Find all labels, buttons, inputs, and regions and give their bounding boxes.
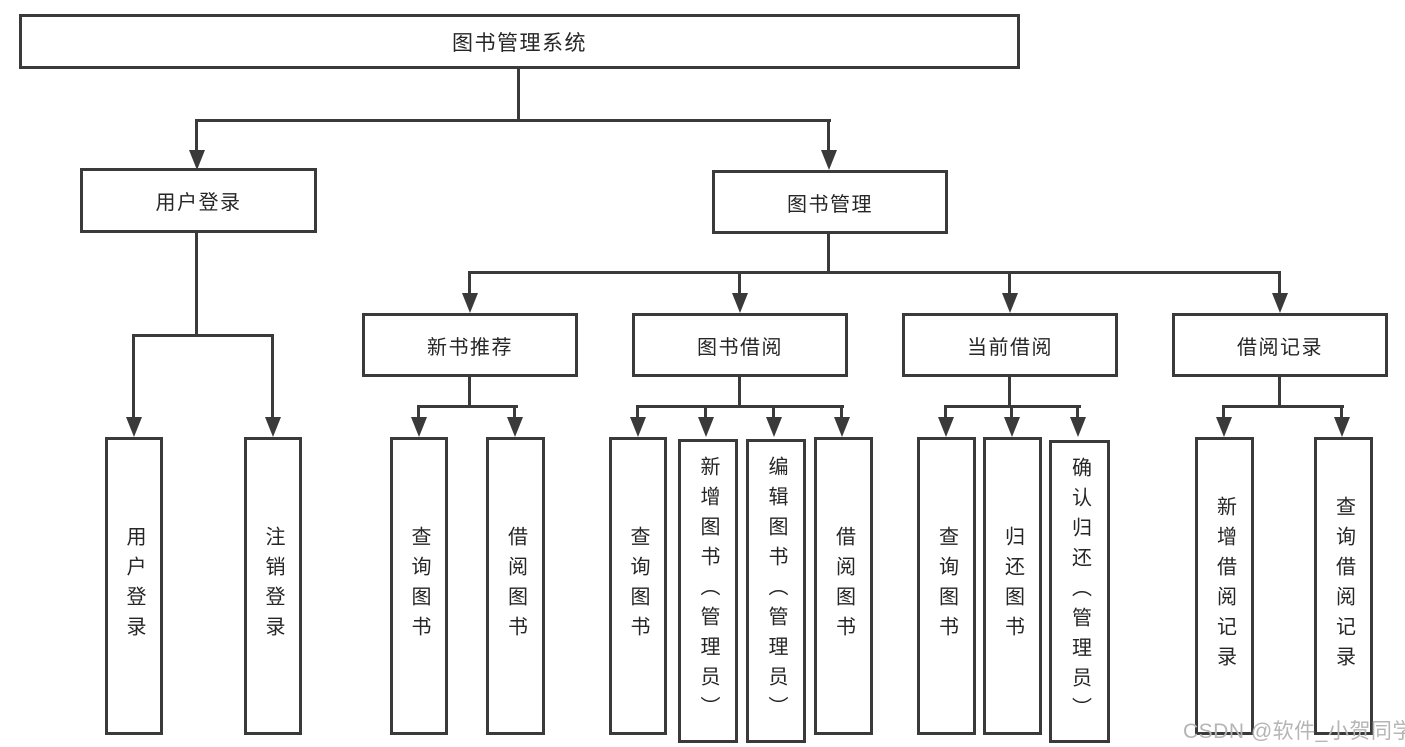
connector-line	[704, 405, 707, 419]
node-label: 确认归还（管理员）	[1068, 456, 1091, 727]
leaf-query-books-current: 查询图书	[917, 437, 976, 735]
connector-line	[417, 405, 518, 408]
node-root-library-system: 图书管理系统	[19, 14, 1020, 69]
connector-line	[772, 405, 775, 419]
node-label: 用户登录	[155, 192, 242, 214]
node-label: 借阅图书	[832, 526, 855, 646]
connector-line	[195, 233, 198, 337]
node-borrowing-records: 借阅记录	[1172, 313, 1388, 377]
leaf-return-book: 归还图书	[983, 437, 1042, 735]
connector-line	[636, 405, 844, 408]
node-current-borrowing: 当前借阅	[902, 313, 1118, 377]
leaf-query-books-recommend: 查询图书	[390, 437, 448, 735]
node-label: 归还图书	[1001, 526, 1024, 646]
connector-line	[1278, 377, 1281, 408]
csdn-watermark: CSDN @软件_小贺同学	[1183, 720, 1405, 743]
node-new-book-recommend: 新书推荐	[362, 313, 578, 377]
connector-line	[1076, 405, 1079, 419]
connector-line	[195, 119, 198, 154]
node-label: 新增借阅记录	[1213, 496, 1236, 676]
node-label: 查询借阅记录	[1332, 496, 1355, 676]
leaf-edit-book-admin: 编辑图书（管理员）	[746, 439, 806, 743]
leaf-borrow-books: 借阅图书	[814, 437, 873, 735]
leaf-query-books-borrowing: 查询图书	[609, 437, 667, 735]
connector-line	[196, 119, 831, 122]
connector-line	[738, 271, 741, 297]
connector-line	[840, 405, 843, 419]
node-label: 图书借阅	[697, 336, 783, 359]
arrow-down-icon	[265, 417, 281, 437]
arrow-down-icon	[1334, 417, 1350, 437]
leaf-user-login: 用户登录	[105, 437, 163, 735]
arrow-down-icon	[938, 417, 954, 437]
node-label: 图书管理	[787, 193, 873, 216]
node-label: 注销登录	[262, 526, 284, 646]
connector-line	[132, 334, 274, 337]
leaf-logout: 注销登录	[244, 437, 302, 735]
leaf-add-book-admin: 新增图书（管理员）	[678, 439, 738, 743]
leaf-confirm-return-admin: 确认归还（管理员）	[1049, 440, 1110, 743]
arrow-down-icon	[1216, 417, 1232, 437]
arrow-down-icon	[462, 293, 478, 313]
connector-line	[513, 405, 516, 419]
connector-line	[1278, 271, 1281, 297]
arrow-down-icon	[126, 417, 142, 437]
node-label: 查询图书	[935, 526, 958, 646]
connector-line	[1008, 377, 1011, 408]
arrow-down-icon	[766, 417, 782, 437]
connector-line	[827, 234, 830, 274]
node-label: 查询图书	[627, 526, 649, 646]
leaf-query-borrow-record: 查询借阅记录	[1314, 437, 1373, 735]
connector-line	[636, 405, 639, 419]
connector-line	[827, 119, 830, 154]
arrow-down-icon	[834, 417, 850, 437]
arrow-down-icon	[507, 417, 523, 437]
connector-line	[1010, 405, 1013, 419]
node-label: 图书管理系统	[452, 31, 587, 55]
node-book-management: 图书管理	[712, 170, 948, 234]
node-label: 当前借阅	[967, 336, 1053, 359]
connector-line	[132, 334, 135, 419]
node-label: 查询图书	[408, 526, 430, 646]
arrow-down-icon	[821, 150, 837, 170]
arrow-down-icon	[1002, 293, 1018, 313]
arrow-down-icon	[1004, 417, 1020, 437]
arrow-down-icon	[189, 150, 205, 170]
node-label: 借阅记录	[1237, 336, 1323, 359]
connector-line	[468, 271, 471, 297]
connector-line	[1340, 405, 1343, 419]
node-label: 用户登录	[123, 526, 145, 646]
node-label: 新书推荐	[427, 336, 513, 359]
connector-line	[1008, 271, 1011, 297]
connector-line	[738, 377, 741, 408]
connector-line	[944, 405, 947, 419]
connector-line	[517, 69, 520, 121]
arrow-down-icon	[698, 417, 714, 437]
connector-line	[271, 334, 274, 419]
leaf-borrow-books-recommend: 借阅图书	[486, 437, 545, 735]
node-label: 编辑图书（管理员）	[765, 456, 787, 726]
node-label: 新增图书（管理员）	[697, 456, 719, 726]
arrow-down-icon	[1070, 417, 1086, 437]
leaf-add-borrow-record: 新增借阅记录	[1195, 437, 1254, 735]
node-book-borrowing: 图书借阅	[632, 313, 848, 377]
node-user-login-group: 用户登录	[80, 168, 317, 233]
connector-line	[1222, 405, 1344, 408]
arrow-down-icon	[732, 293, 748, 313]
arrow-down-icon	[630, 417, 646, 437]
arrow-down-icon	[411, 417, 427, 437]
connector-line	[468, 377, 471, 408]
connector-line	[417, 405, 420, 419]
connector-line	[1222, 405, 1225, 419]
connector-line	[468, 271, 1281, 274]
arrow-down-icon	[1272, 293, 1288, 313]
node-label: 借阅图书	[504, 526, 527, 646]
